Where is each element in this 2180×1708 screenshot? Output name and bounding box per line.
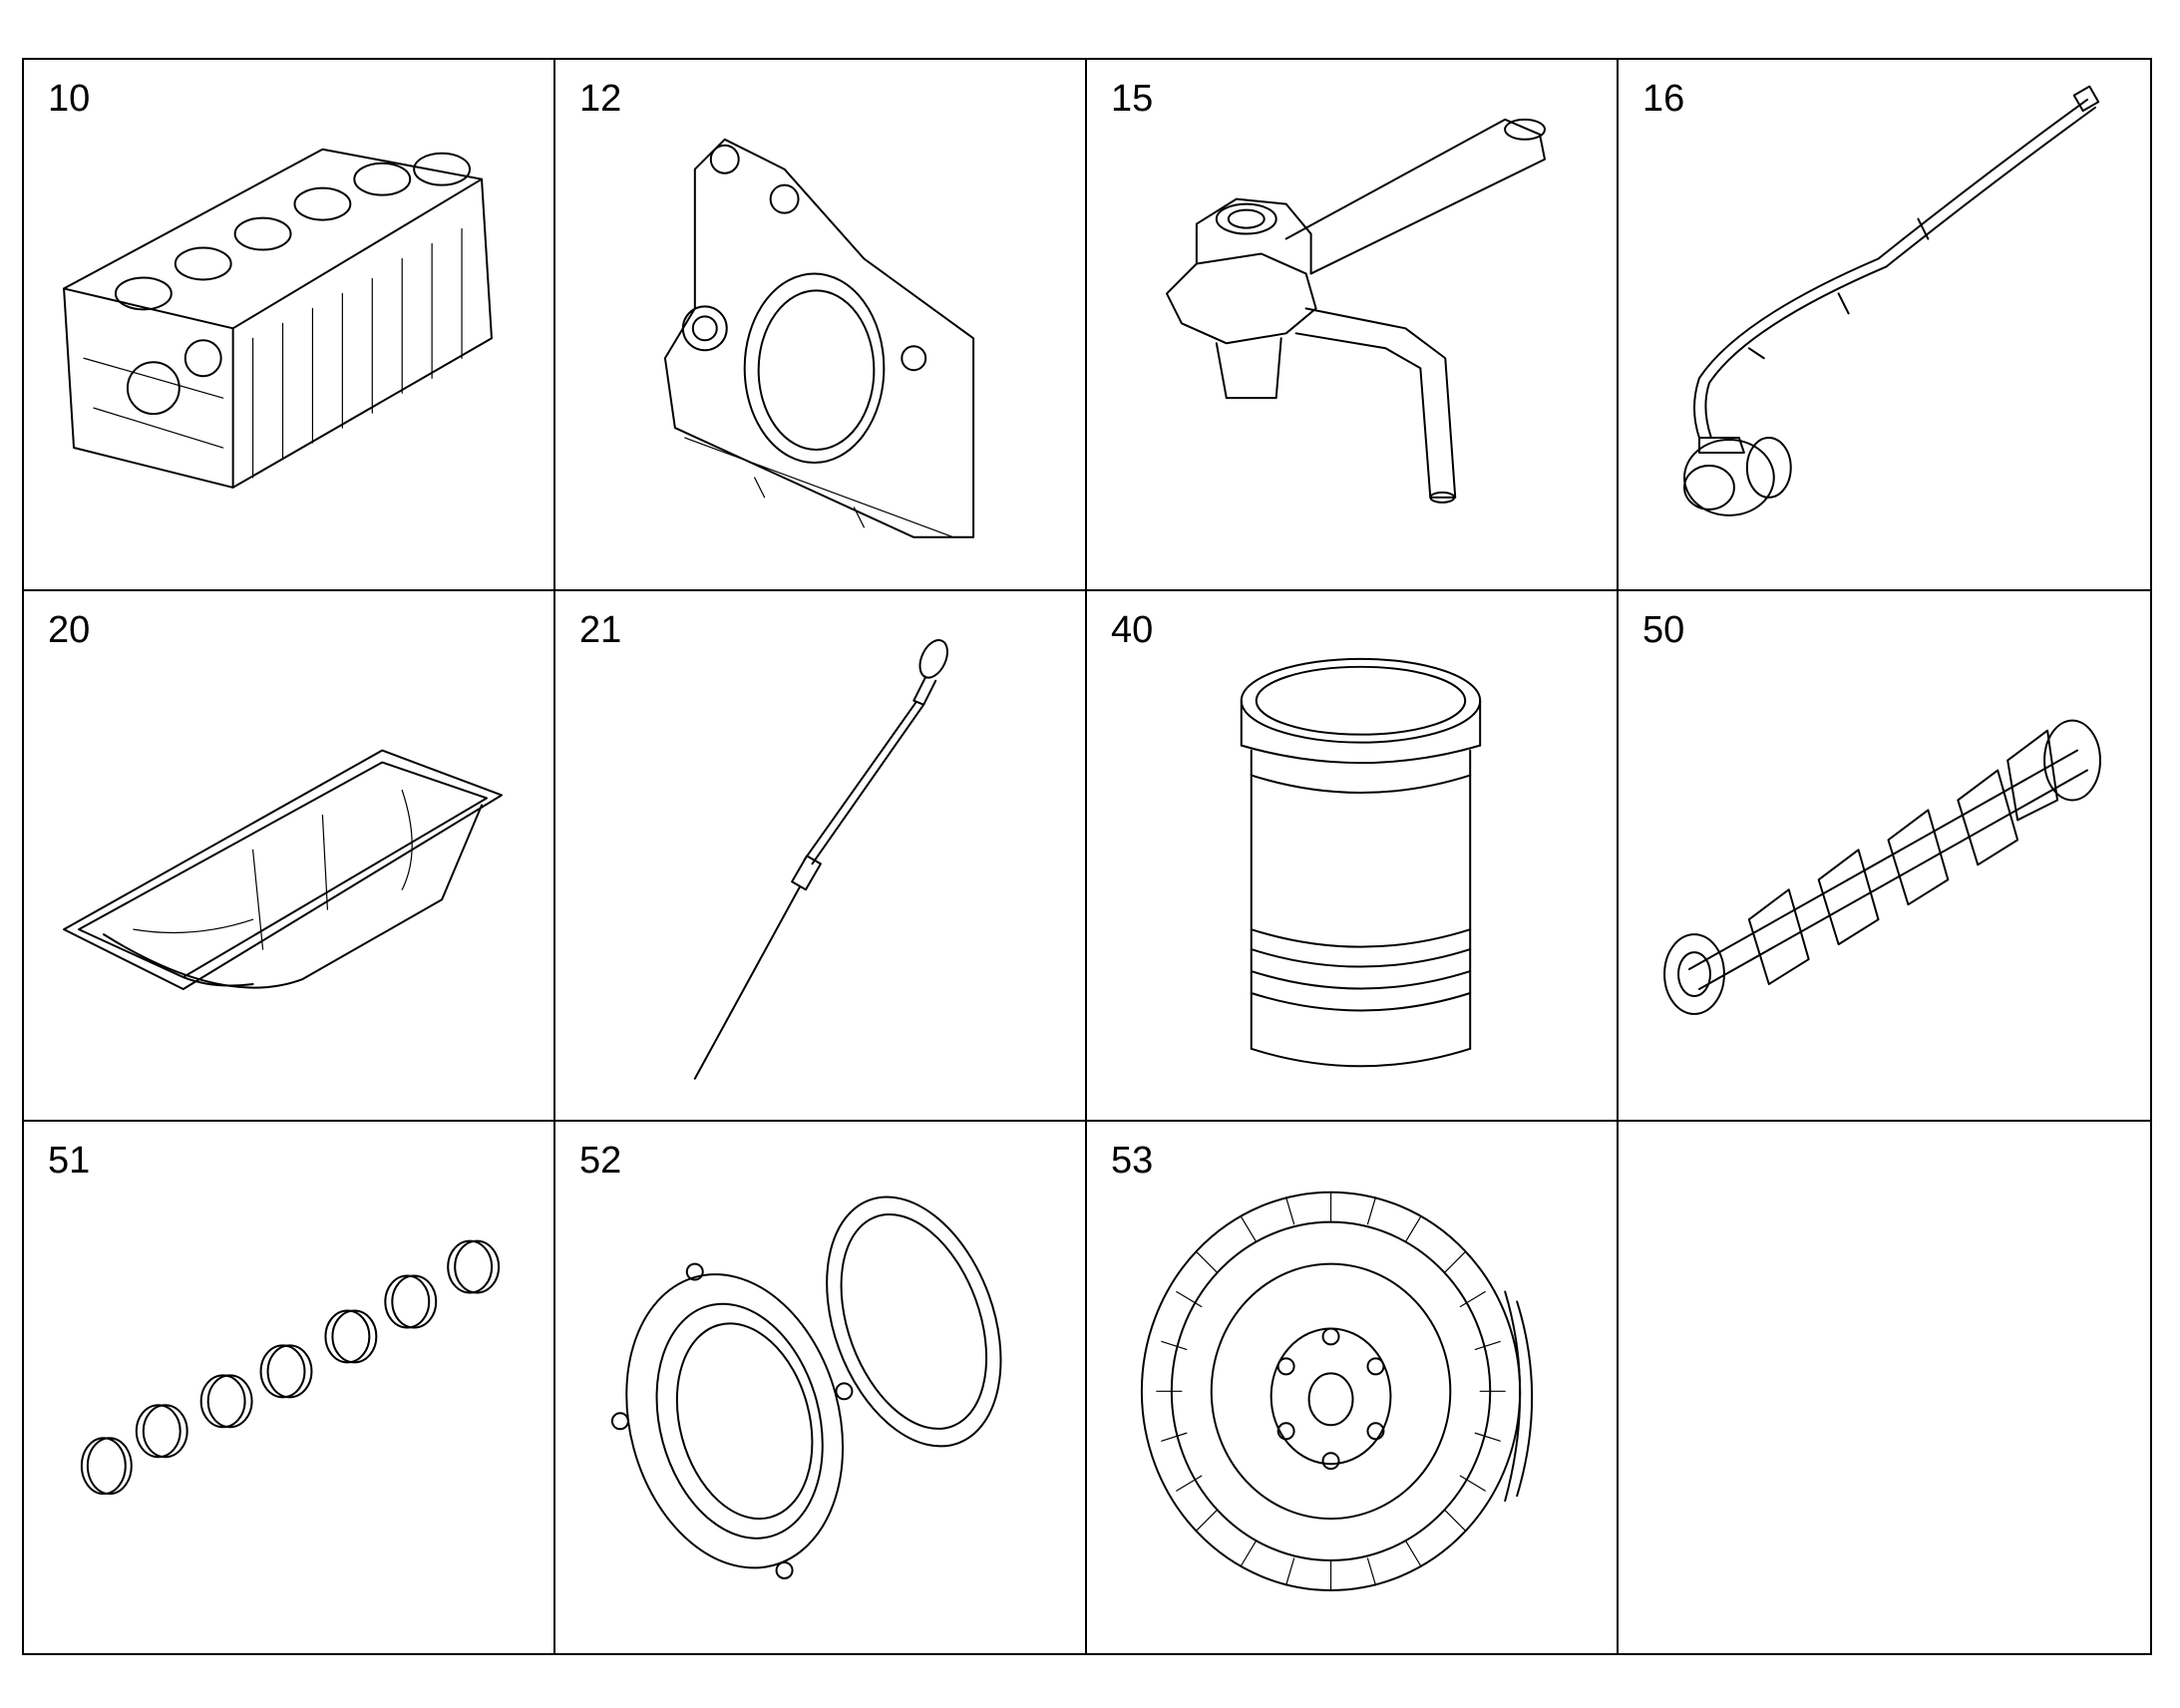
part-number: 12 <box>579 78 622 120</box>
part-cell[interactable]: 53 <box>1087 1122 1619 1653</box>
part-number: 50 <box>1642 608 1685 651</box>
part-number: 53 <box>1111 1140 1154 1183</box>
part-cell[interactable]: 10 <box>24 60 555 591</box>
crankshaft-icon <box>1663 719 2101 1015</box>
part-number: 10 <box>48 78 91 120</box>
part-number: 40 <box>1111 608 1154 651</box>
part-cell[interactable]: 51 <box>24 1122 555 1653</box>
oil-pipe-bracket-icon <box>1165 118 1547 504</box>
part-number: 20 <box>48 608 91 651</box>
part-cell[interactable]: 16 <box>1619 60 2150 591</box>
part-cell[interactable]: 12 <box>555 60 1087 591</box>
vibration-damper-icon <box>1140 1192 1534 1592</box>
part-cell[interactable]: 40 <box>1087 590 1619 1123</box>
part-cell[interactable]: 15 <box>1087 60 1619 591</box>
part-number: 52 <box>579 1140 622 1183</box>
part-number: 51 <box>48 1140 91 1183</box>
empty-cell <box>1619 1122 2150 1653</box>
part-cell[interactable]: 21 <box>555 590 1087 1123</box>
part-number: 15 <box>1111 78 1154 120</box>
part-cell[interactable]: 52 <box>555 1122 1087 1653</box>
engine-block-icon <box>63 148 493 489</box>
parts-grid: 10 12 <box>22 58 2152 1655</box>
bearing-shells-icon <box>80 1239 501 1496</box>
oil-pan-icon <box>63 749 503 990</box>
seal-ring-icon <box>610 1196 1002 1580</box>
part-number: 21 <box>579 608 622 651</box>
part-cell[interactable]: 50 <box>1619 591 2150 1123</box>
part-number: 16 <box>1642 78 1685 120</box>
sensor-cable-icon <box>1683 85 2100 516</box>
part-cell[interactable]: 20 <box>24 590 555 1123</box>
flywheel-housing-icon <box>663 138 975 538</box>
cylinder-liner-icon <box>1240 657 1482 1067</box>
dipstick-icon <box>693 638 948 1080</box>
